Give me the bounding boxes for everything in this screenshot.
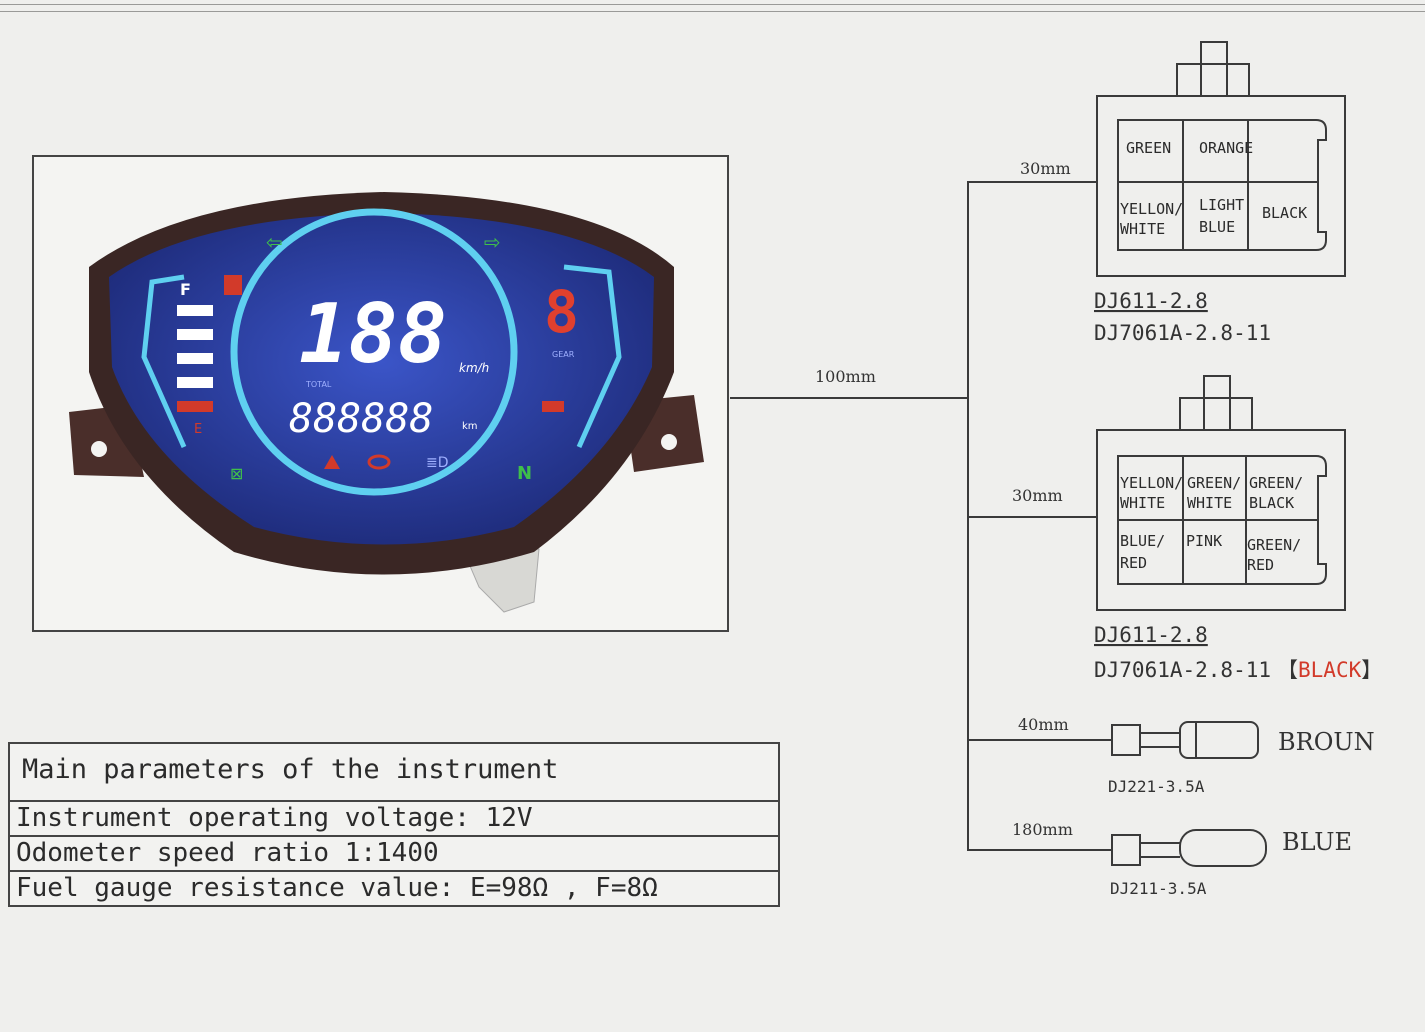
part-number: DJ7061A-2.8-11【BLACK】 — [1094, 658, 1382, 682]
lead-length: 40mm — [1018, 715, 1069, 734]
pin-label: RED — [1120, 554, 1147, 572]
pin-label: WHITE — [1187, 494, 1232, 512]
pin-label: BLACK — [1262, 204, 1307, 222]
gear-label: GEAR — [552, 350, 575, 359]
connector-latch — [1200, 41, 1228, 97]
wire-color-label: BLUE — [1282, 828, 1352, 856]
lead-length: 180mm — [1012, 820, 1073, 839]
position-light-icon: ⊠ — [230, 464, 243, 483]
part-number: DJ221-3.5A — [1108, 777, 1205, 796]
lead-length: 30mm — [1020, 159, 1071, 178]
bullet-female — [1179, 721, 1259, 759]
fuel-empty-label: E — [194, 422, 202, 437]
odometer-label: TOTAL — [305, 380, 332, 389]
pin-label: GREEN/ — [1247, 536, 1301, 554]
top-border-line — [0, 4, 1425, 5]
pin-label: RED — [1247, 556, 1274, 574]
bullet-male — [1111, 724, 1141, 756]
lead-length: 30mm — [1012, 486, 1063, 505]
pin-label: ORANGE — [1199, 139, 1253, 157]
engine-icon — [367, 454, 391, 470]
bullet-male — [1111, 834, 1141, 866]
speed-readout: 188 — [299, 287, 447, 382]
odometer-unit: km — [462, 421, 478, 432]
connector-face — [1117, 455, 1327, 585]
connector-latch — [1176, 63, 1250, 97]
pin-label: BLACK — [1249, 494, 1294, 512]
pin-label: WHITE — [1120, 494, 1165, 512]
top-border-line — [0, 11, 1425, 12]
connector-1: GREEN ORANGE YELLON/ WHITE LIGHT BLUE BL… — [1020, 41, 1346, 345]
parameters-title: Main parameters of the instrument — [22, 754, 559, 785]
fuel-bar — [177, 377, 213, 388]
fuel-pump-icon — [224, 275, 242, 295]
speed-ring — [230, 208, 518, 496]
parameter-row: Fuel gauge resistance value: E=98Ω , F=8… — [10, 870, 778, 905]
parameters-table: Main parameters of the instrument Instru… — [8, 742, 780, 907]
connector-face — [1117, 119, 1327, 251]
fuel-bar — [177, 353, 213, 364]
connector-latch — [1179, 397, 1253, 431]
speed-unit: km/h — [459, 361, 489, 375]
parameter-row: Odometer speed ratio 1:1400 — [10, 835, 778, 870]
pin-label: GREEN — [1126, 139, 1171, 157]
warning-icon — [324, 455, 340, 469]
connector-2: YELLON/ WHITE GREEN/ WHITE GREEN/ BLACK … — [1012, 375, 1382, 682]
gear-readout: 8 — [544, 278, 579, 346]
parameter-row: Instrument operating voltage: 12V — [10, 800, 778, 835]
fuel-bar-low — [177, 401, 213, 412]
left-turn-icon: ⇦ — [266, 230, 283, 254]
neutral-indicator: N — [517, 463, 532, 484]
pin-label: PINK — [1186, 532, 1222, 550]
bullet-connector-2: 180mm BLUE DJ211-3.5A — [1012, 820, 1352, 898]
pin-label: YELLON/ — [1120, 200, 1183, 218]
part-number: DJ611-2.8 — [1094, 289, 1208, 313]
fuel-bracket — [141, 274, 187, 449]
odometer-readout: 888888 — [289, 396, 434, 442]
pin-label: GREEN/ — [1249, 474, 1303, 492]
headlight-icon: ≣D — [426, 455, 449, 471]
right-turn-icon: ⇨ — [484, 230, 501, 254]
wire-color-label: BROUN — [1278, 728, 1375, 756]
bullet-female — [1179, 829, 1267, 867]
gear-bracket — [563, 264, 622, 449]
instrument-cluster: ⇦ ⇨ F E 188 km/h TOTAL 888888 km 8 GEAR … — [69, 192, 704, 613]
part-number: DJ211-3.5A — [1110, 879, 1207, 898]
pin-label: YELLON/ — [1120, 474, 1183, 492]
instrument-photo: ⇦ ⇨ F E 188 km/h TOTAL 888888 km 8 GEAR … — [32, 155, 729, 632]
part-number: DJ611-2.8 — [1094, 623, 1208, 647]
main-cable-length: 100mm — [815, 367, 876, 386]
connector-latch — [1203, 375, 1231, 431]
pin-label: GREEN/ — [1187, 474, 1241, 492]
mount-hole — [91, 441, 107, 457]
pin-label: BLUE — [1199, 218, 1235, 236]
part-number: DJ7061A-2.8-11 — [1094, 321, 1271, 345]
pin-label: LIGHT — [1199, 196, 1244, 214]
pin-label: BLUE/ — [1120, 532, 1165, 550]
high-beam-icon — [542, 401, 564, 412]
pin-label: WHITE — [1120, 220, 1165, 238]
mount-hole — [661, 434, 677, 450]
fuel-bar — [177, 329, 213, 340]
fuel-bar — [177, 305, 213, 316]
bullet-connector-1: 40mm BROUN DJ221-3.5A — [1018, 715, 1375, 796]
fuel-full-label: F — [180, 280, 191, 299]
